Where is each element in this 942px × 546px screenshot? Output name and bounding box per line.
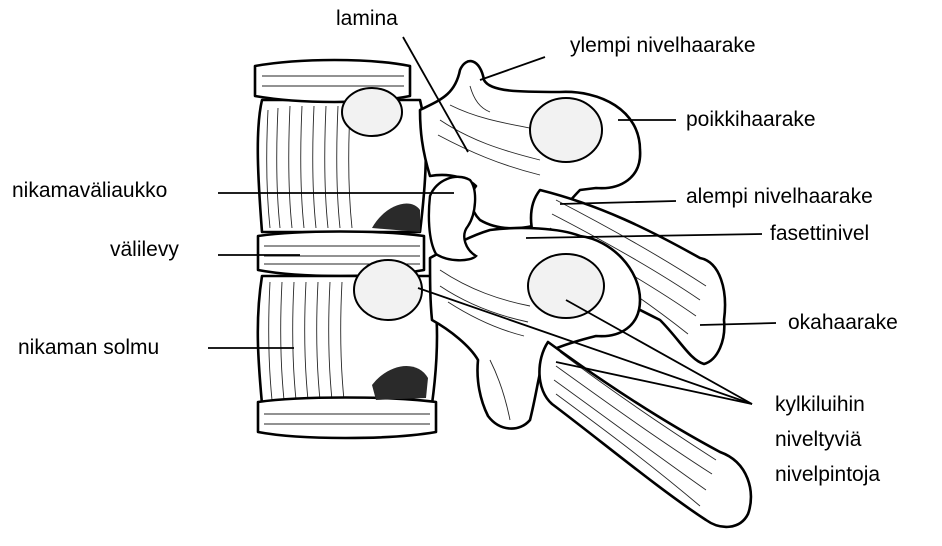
label-kylkiluihin: kylkiluihin [775,393,865,417]
lower-rib-facet [354,260,422,320]
label-ylempi-nivelhaarake: ylempi nivelhaarake [570,34,756,58]
intervertebral-foramen [429,177,476,260]
label-valilevy: välilevy [110,238,179,262]
lower-endplate [258,398,436,439]
label-lamina: lamina [336,7,398,31]
leader-ylempi [480,57,545,80]
lower-transverse-facet [528,254,604,318]
label-nikamavaliaukko: nikamaväliaukko [12,179,167,203]
label-poikkihaarake: poikkihaarake [686,108,816,132]
upper-transverse-facet [530,98,602,162]
lower-spinous-process [539,342,750,527]
label-alempi-nivelhaarake: alempi nivelhaarake [686,185,873,209]
label-fasettinivel: fasettinivel [770,222,869,246]
label-nivelpintoja: nivelpintoja [775,463,880,487]
label-nikaman-solmu: nikaman solmu [18,336,159,360]
upper-rib-facet [342,88,402,136]
label-okahaarake: okahaarake [788,311,898,335]
label-niveltyvia: niveltyviä [775,428,861,452]
